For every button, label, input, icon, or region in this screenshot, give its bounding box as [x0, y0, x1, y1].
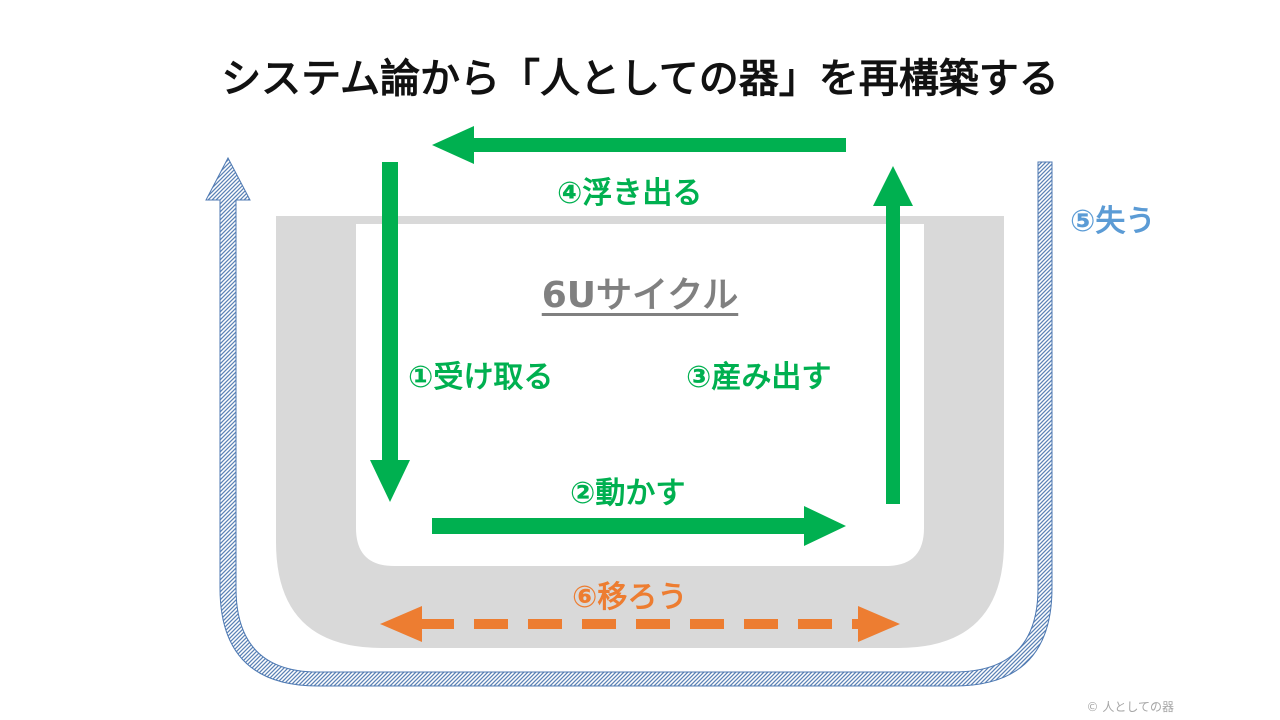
- step-move-label: ②動かす: [570, 476, 686, 511]
- step-receive-label: ①受け取る: [408, 360, 554, 395]
- emerge-arrow: [432, 126, 846, 164]
- produce-arrow: [873, 166, 913, 504]
- cycle-name: 6Uサイクル: [541, 275, 739, 316]
- lose-arrow: [205, 156, 1053, 687]
- vessel-shape: [276, 216, 1004, 648]
- receive-arrow: [370, 162, 410, 502]
- step-emerge-label: ④浮き出る: [557, 176, 703, 211]
- step-transfer-label: ⑥移ろう: [572, 580, 688, 615]
- copyright-note: © 人としての器: [1086, 700, 1174, 714]
- move-arrow: [432, 506, 846, 546]
- step-lose-label: ⑤失う: [1070, 204, 1156, 239]
- page-title: システム論から「人としての器」を再構築する: [221, 56, 1059, 102]
- transfer-arrow: [380, 606, 900, 642]
- step-produce-label: ③産み出す: [686, 360, 832, 395]
